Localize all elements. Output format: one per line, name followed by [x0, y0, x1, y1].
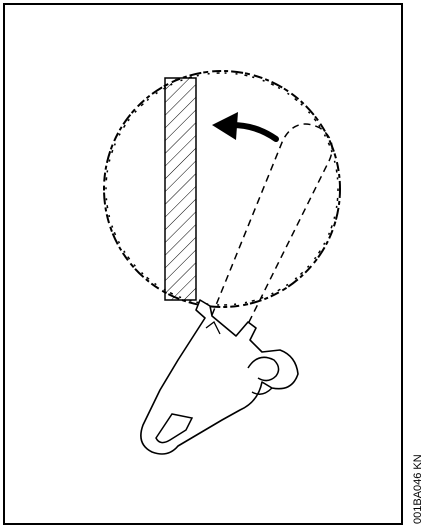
log-cross-section [103, 70, 341, 308]
figure-code: 001BA046 KN [412, 454, 424, 524]
front-handle [247, 356, 280, 382]
hatched-hinge-strip [164, 77, 197, 301]
rear-handle-detail [251, 387, 273, 395]
arrow-head [212, 112, 238, 140]
throttle-detail [205, 321, 221, 335]
rear-grip-cutout [155, 413, 194, 444]
figure-frame [3, 3, 403, 525]
curved-arrow-left-icon [229, 122, 279, 142]
guide-bar-dashed [211, 123, 333, 331]
log-bark-edge [105, 72, 339, 306]
